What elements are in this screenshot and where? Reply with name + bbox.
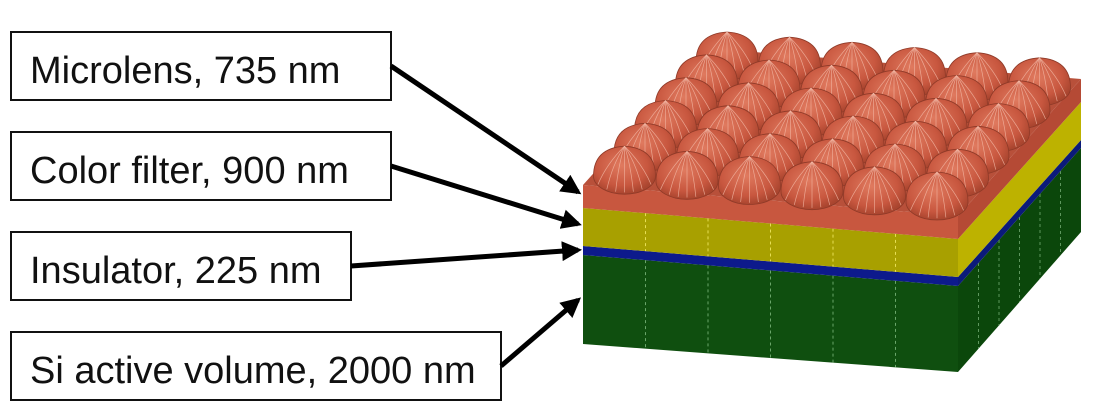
microlens-domes xyxy=(593,31,1071,221)
microlens-dome xyxy=(655,150,719,200)
insulator-side-face xyxy=(958,140,1081,286)
label-si-active: Si active volume, 2000 nm xyxy=(10,331,502,401)
microlens-dome xyxy=(843,166,906,216)
label-color-filter: Color filter, 900 nm xyxy=(10,131,392,201)
microlens-dome xyxy=(780,161,844,211)
label-microlens: Microlens, 735 nm xyxy=(10,31,392,101)
microlens-dome xyxy=(593,145,656,195)
arrow-color-filter xyxy=(390,163,582,229)
label-insulator-text: Insulator, 225 nm xyxy=(30,250,322,292)
label-color-filter-text: Color filter, 900 nm xyxy=(30,150,349,192)
arrow-insulator xyxy=(350,241,582,269)
arrow-si-active xyxy=(499,297,582,368)
microlens-dome xyxy=(905,171,969,221)
microlens-dome xyxy=(718,156,781,205)
insulator-layer xyxy=(583,140,1081,286)
insulator-front-face xyxy=(583,246,958,286)
label-insulator: Insulator, 225 nm xyxy=(10,231,352,301)
arrow-microlens xyxy=(389,63,582,195)
color-filter-grid-lines xyxy=(645,213,896,272)
si-active-layer xyxy=(583,148,1081,372)
microlens-layer xyxy=(583,31,1081,239)
label-microlens-text: Microlens, 735 nm xyxy=(30,50,340,92)
si-grid-lines xyxy=(645,171,1061,368)
color-filter-layer xyxy=(583,102,1081,277)
microlens-side-face xyxy=(958,79,1081,239)
label-si-active-text: Si active volume, 2000 nm xyxy=(30,350,476,392)
color-filter-side-face xyxy=(958,102,1081,277)
